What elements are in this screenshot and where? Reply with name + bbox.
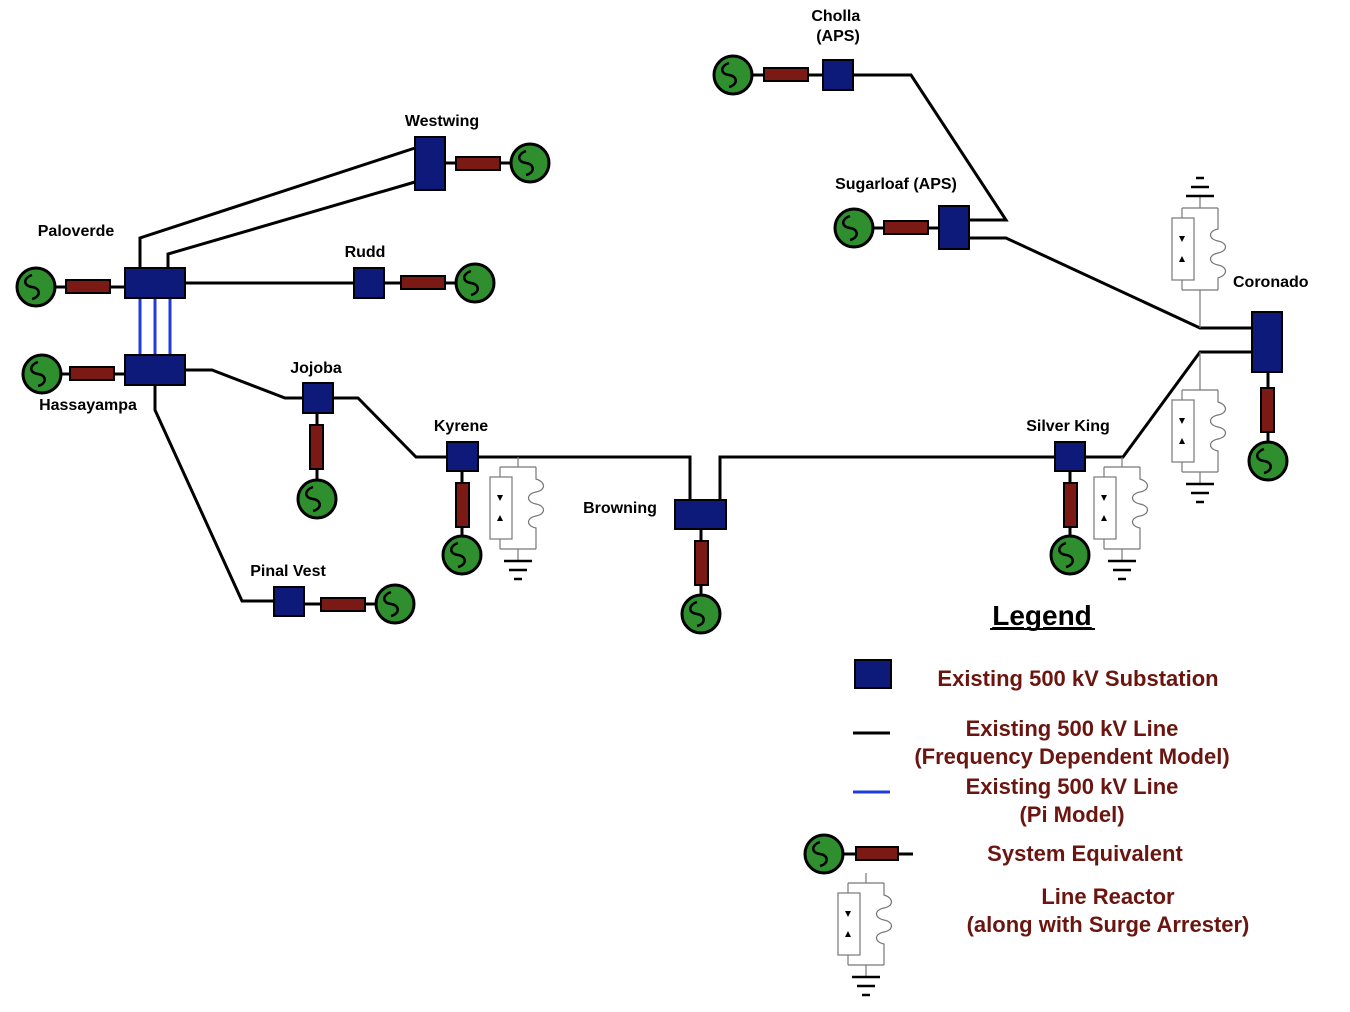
legend-impedance-icon [855,846,899,861]
pinalvest-generator-icon [374,583,416,625]
legend-substation-label: Existing 500 kV Substation [937,666,1218,691]
cholla-impedance [763,67,809,82]
paloverde-impedance [65,279,111,294]
pi-lines [138,298,172,355]
legend-reactor-label-2: (along with Surge Arrester) [967,912,1250,937]
substation-pinalvest[interactable] [273,586,305,617]
substation-silverking[interactable] [1054,441,1086,472]
substations [124,59,1283,617]
label-hassayampa: Hassayampa [39,397,137,414]
silverking-impedance [1063,482,1078,528]
label-silverking: Silver King [1026,418,1110,435]
coronado-generator-icon [1247,440,1289,482]
silverking-generator-icon [1049,534,1091,576]
substation-westwing[interactable] [414,136,446,191]
kyrene-reactor-icon [488,455,545,581]
legend-pi-line-label-2: (Pi Model) [1019,802,1124,827]
line-hassayampa-jojoba [185,368,303,400]
label-sugarloaf: Sugarloaf (APS) [835,176,957,193]
line-paloverde-westwing-2 [166,180,416,268]
hassayampa-generator-icon [21,353,63,395]
legend-reactor-icon [836,871,893,997]
coronado-lower-reactor-icon [1170,352,1227,504]
browning-impedance [694,540,709,586]
coronado-impedance [1260,387,1275,433]
substation-jojoba[interactable] [302,382,334,414]
label-westwing: Westwing [405,113,479,130]
substation-kyrene[interactable] [446,441,479,472]
line-browning-silverking [718,455,1055,500]
substation-rudd[interactable] [353,267,385,299]
label-paloverde: Paloverde [38,223,115,240]
rudd-impedance [400,275,446,290]
line-jojoba-kyrene [333,396,447,459]
kyrene-generator-icon [441,534,483,576]
substation-cholla[interactable] [822,59,854,91]
westwing-impedance [455,156,501,171]
substation-sugarloaf[interactable] [938,205,970,250]
label-browning: Browning [583,500,657,517]
legend-generator-icon [803,833,845,875]
substation-browning[interactable] [674,499,727,530]
line-sugarloaf-coronado [969,236,1252,330]
legend-fd-line-label-1: Existing 500 kV Line [966,716,1179,741]
substation-hassayampa[interactable] [124,354,186,386]
hassayampa-impedance [69,366,115,381]
legend-substation-icon [854,659,892,689]
line-hassayampa-pinalvest [153,385,274,603]
system-equivalents [15,54,1289,635]
sugarloaf-impedance [883,220,929,235]
browning-generator-icon [680,593,722,635]
legend-title: Legend [992,600,1092,631]
line-silverking-coronado [1085,350,1252,459]
label-pinalvest: Pinal Vest [250,563,326,580]
line-cholla-sugarloaf [853,73,1009,222]
kyrene-impedance [455,482,470,528]
legend: Legend Existing 500 kV Substation Existi… [803,600,1250,997]
sugarloaf-generator-icon [833,207,875,249]
coronado-upper-reactor-icon [1170,176,1227,328]
jojoba-impedance [309,424,324,470]
transmission-lines [138,73,1252,603]
substation-paloverde[interactable] [124,267,186,299]
westwing-generator-icon [509,142,551,184]
line-paloverde-westwing-1 [138,146,416,268]
pinalvest-impedance [320,597,366,612]
substation-coronado[interactable] [1251,311,1283,373]
rudd-generator-icon [454,262,496,304]
legend-fd-line-label-2: (Frequency Dependent Model) [914,744,1229,769]
silverking-reactor-icon [1092,455,1149,581]
line-kyrene-browning [478,455,692,500]
legend-system-equivalent-label: System Equivalent [987,841,1183,866]
jojoba-generator-icon [296,478,338,520]
legend-reactor-label-1: Line Reactor [1041,884,1175,909]
label-cholla: Cholla (APS) [811,8,864,45]
paloverde-generator-icon [15,266,57,308]
cholla-generator-icon [712,54,754,96]
label-coronado: Coronado [1233,274,1309,291]
legend-pi-line-label-1: Existing 500 kV Line [966,774,1179,799]
label-kyrene: Kyrene [434,418,488,435]
label-jojoba: Jojoba [290,360,342,377]
line-reactors [488,176,1227,581]
label-rudd: Rudd [345,244,386,261]
substation-labels: Cholla (APS) Westwing Sugarloaf (APS) Pa… [38,8,1309,580]
